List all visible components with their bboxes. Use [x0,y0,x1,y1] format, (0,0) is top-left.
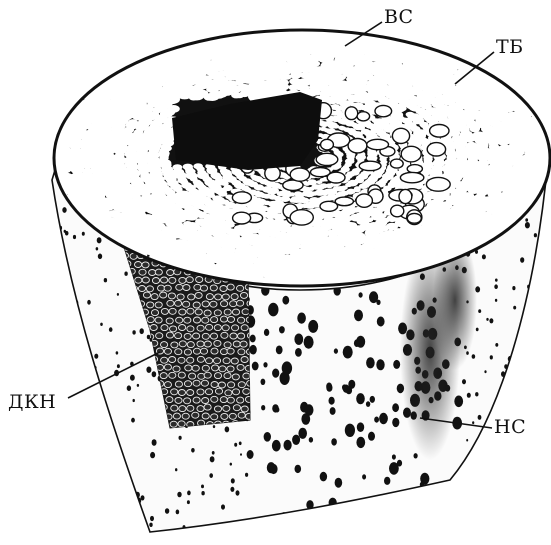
label-vs: ВС [384,6,414,28]
label-tb: ТБ [496,36,524,58]
label-ns: НС [494,416,526,438]
label-dkn: ДКН [8,391,56,413]
